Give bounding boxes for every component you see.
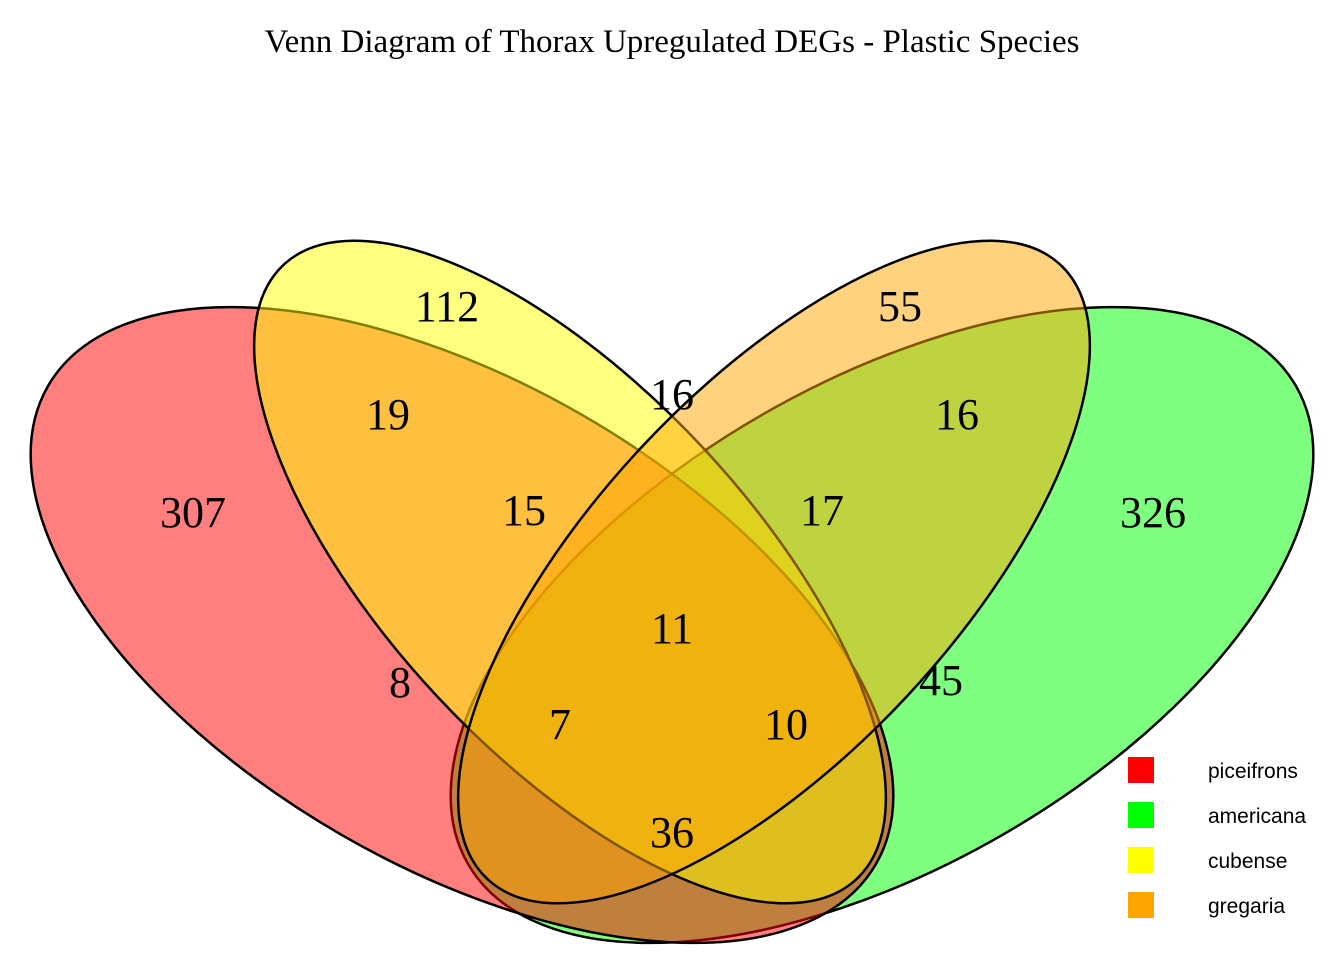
legend-swatch-gregaria	[1128, 892, 1154, 918]
region-count-piceifrons-cubense: 19	[366, 390, 410, 439]
region-count-gregaria-americana: 16	[935, 390, 979, 439]
ellipse-gregaria	[456, 239, 1092, 905]
legend-label-piceifrons: piceifrons	[1208, 760, 1298, 783]
region-count-cubense-gregaria-americana: 17	[800, 486, 844, 535]
legend-swatch-americana	[1128, 802, 1154, 828]
region-count-piceifrons-gregaria-americana: 7	[549, 700, 571, 749]
region-count-all-four: 11	[651, 604, 693, 653]
legend-swatch-cubense	[1128, 847, 1154, 873]
region-count-cubense-only: 112	[415, 282, 479, 331]
region-count-piceifrons-only: 307	[160, 488, 226, 537]
legend-label-cubense: cubense	[1208, 850, 1287, 873]
region-count-piceifrons-cubense-gregaria: 15	[502, 486, 546, 535]
chart-title: Venn Diagram of Thorax Upregulated DEGs …	[264, 24, 1079, 60]
legend-label-americana: americana	[1208, 805, 1306, 828]
region-count-cubense-gregaria: 16	[650, 370, 694, 419]
region-count-piceifrons-gregaria: 8	[389, 658, 411, 707]
region-count-piceifrons-americana: 36	[650, 808, 694, 857]
region-count-americana-only: 326	[1120, 488, 1186, 537]
region-count-piceifrons-cubense-americana: 10	[764, 700, 808, 749]
legend: piceifrons americana cubense gregaria	[1128, 757, 1306, 918]
region-count-gregaria-only: 55	[878, 282, 922, 331]
legend-swatch-piceifrons	[1128, 757, 1154, 783]
region-count-cubense-americana: 45	[919, 656, 963, 705]
legend-label-gregaria: gregaria	[1208, 895, 1285, 918]
